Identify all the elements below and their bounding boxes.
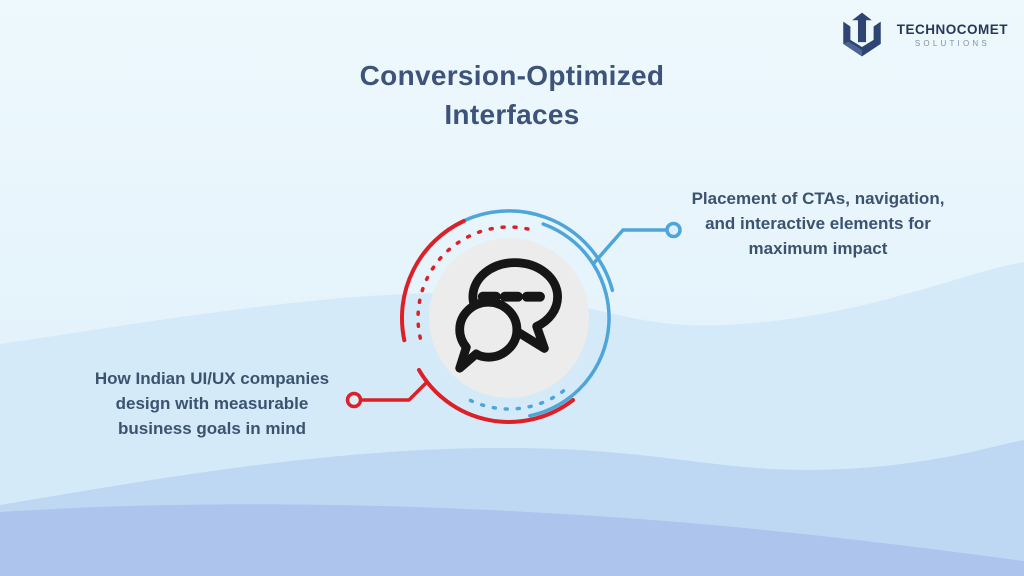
page-title-line1: Conversion-Optimized	[359, 60, 665, 91]
brand-text: TECHNOCOMET SOLUTIONS	[897, 22, 1008, 48]
page-title-line2: Interfaces	[444, 99, 580, 130]
wave-dark	[0, 504, 1024, 576]
connector-left-ring	[345, 391, 363, 409]
callout-left: How Indian UI/UX companies design with m…	[62, 366, 362, 441]
callout-left-line3: business goals in mind	[118, 419, 306, 438]
callout-right-line1: Placement of CTAs, navigation,	[691, 189, 945, 208]
blue-arc-right	[528, 222, 611, 418]
chat-bubbles-icon	[455, 258, 563, 373]
red-dashed-arc	[416, 225, 530, 347]
connector-right-ring	[665, 221, 682, 239]
page-title: Conversion-Optimized Interfaces	[360, 56, 665, 134]
brand-name: TECHNOCOMET	[896, 22, 1008, 37]
callout-right-line3: maximum impact	[748, 239, 888, 258]
callout-left-line1: How Indian UI/UX companies	[94, 369, 330, 388]
blue-dashed-arc	[468, 383, 572, 411]
brand-subtitle: SOLUTIONS	[914, 39, 990, 48]
callout-right: Placement of CTAs, navigation, and inter…	[668, 186, 968, 261]
connector-left	[345, 381, 428, 409]
hex-arrow-logo-icon	[843, 12, 881, 57]
brand-logo: TECHNOCOMET SOLUTIONS	[835, 10, 1008, 60]
red-arc-bottom	[417, 368, 575, 424]
connector-right	[592, 221, 682, 265]
red-arc-left	[400, 219, 466, 343]
blue-arc-top	[445, 209, 615, 293]
callout-left-line2: design with measurable	[115, 394, 309, 413]
callout-right-line2: and interactive elements for	[705, 214, 931, 233]
accent-arcs	[400, 209, 615, 424]
